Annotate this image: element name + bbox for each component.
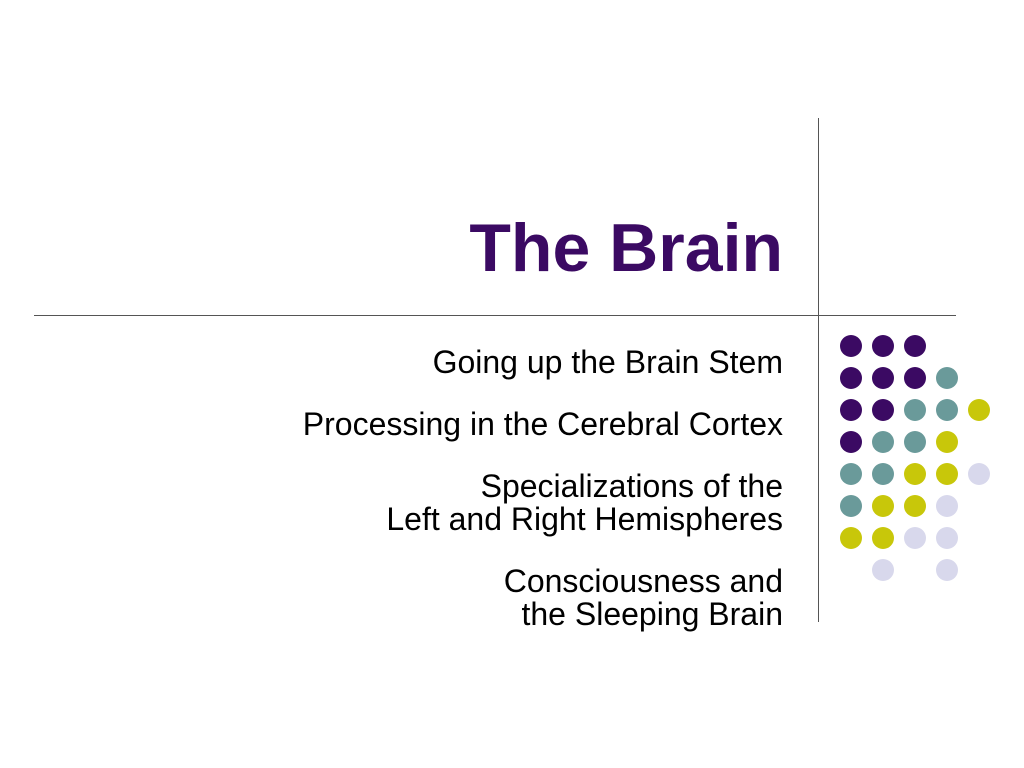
decorative-dot: [872, 559, 894, 581]
decorative-dot: [840, 527, 862, 549]
topic-line: Left and Right Hemispheres: [386, 501, 783, 537]
decorative-dot: [936, 431, 958, 453]
decorative-dot: [840, 463, 862, 485]
topic-line: Specializations of the: [480, 468, 783, 504]
topic-line: Processing in the Cerebral Cortex: [302, 406, 783, 442]
decorative-dot: [904, 463, 926, 485]
horizontal-divider: [34, 315, 956, 316]
decorative-dot: [904, 527, 926, 549]
decorative-dot: [840, 399, 862, 421]
decorative-dot: [872, 527, 894, 549]
decorative-dot: [872, 463, 894, 485]
decorative-dot: [936, 495, 958, 517]
topic-item: Going up the Brain Stem: [303, 346, 783, 379]
decorative-dot: [904, 367, 926, 389]
decorative-dot: [968, 463, 990, 485]
topic-line: Consciousness and: [503, 563, 783, 599]
decorative-dot: [936, 367, 958, 389]
slide-title: The Brain: [469, 210, 783, 286]
decorative-dot: [968, 399, 990, 421]
decorative-dot: [872, 367, 894, 389]
decorative-dot: [840, 367, 862, 389]
decorative-dot: [872, 335, 894, 357]
decorative-dot: [840, 335, 862, 357]
decorative-dot: [872, 399, 894, 421]
decorative-dot: [904, 495, 926, 517]
vertical-divider: [818, 118, 819, 622]
decorative-dot: [840, 495, 862, 517]
decorative-dot: [872, 431, 894, 453]
topic-item: Consciousness and the Sleeping Brain: [303, 565, 783, 631]
decorative-dot: [936, 399, 958, 421]
decorative-dot: [904, 431, 926, 453]
topic-item: Processing in the Cerebral Cortex: [303, 408, 783, 441]
topic-line: the Sleeping Brain: [521, 596, 783, 632]
decorative-dot: [872, 495, 894, 517]
decorative-dot: [904, 335, 926, 357]
decorative-dot: [840, 431, 862, 453]
decorative-dot: [904, 399, 926, 421]
topic-line: Going up the Brain Stem: [432, 344, 783, 380]
topic-list: Going up the Brain Stem Processing in th…: [303, 346, 783, 660]
decorative-dot: [936, 559, 958, 581]
decorative-dot: [936, 527, 958, 549]
decorative-dot: [936, 463, 958, 485]
topic-item: Specializations of the Left and Right He…: [303, 470, 783, 536]
